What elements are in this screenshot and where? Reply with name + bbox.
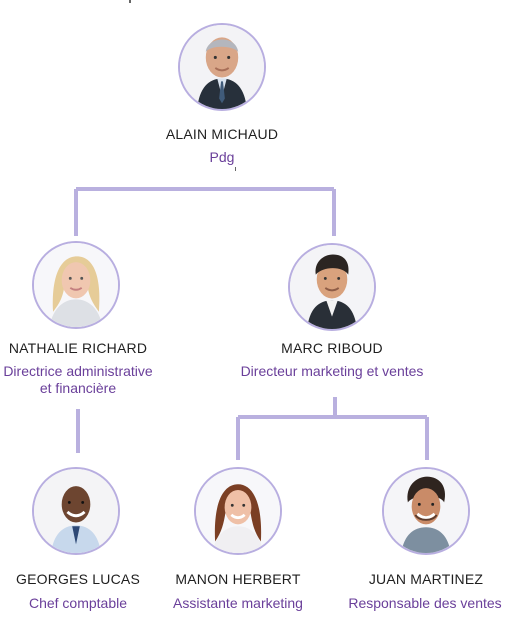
name-manon: MANON HERBERT	[175, 571, 301, 587]
role-nathalie: Directrice administrative et financière	[3, 363, 153, 396]
person-photo-icon	[34, 243, 118, 327]
top-decoration-mark	[129, 0, 131, 3]
avatar-nathalie	[32, 241, 120, 329]
avatar-georges	[32, 467, 120, 555]
name-juan: JUAN MARTINEZ	[368, 571, 484, 587]
avatar-juan	[382, 467, 470, 555]
role-juan: Responsable des ventes	[348, 595, 502, 611]
name-nathalie: NATHALIE RICHARD	[8, 340, 148, 356]
role-alain: Pdg	[209, 149, 235, 165]
avatar-alain	[178, 23, 266, 111]
avatar-manon	[194, 467, 282, 555]
person-photo-icon	[290, 245, 374, 329]
name-marc: MARC RIBOUD	[281, 340, 383, 356]
name-georges: GEORGES LUCAS	[16, 571, 140, 587]
connector-bottom	[236, 397, 429, 460]
person-photo-icon	[34, 469, 118, 553]
role-georges: Chef comptable	[28, 595, 128, 611]
name-alain: ALAIN MICHAUD	[165, 126, 279, 142]
role-manon: Assistante marketing	[173, 595, 303, 611]
person-photo-icon	[180, 25, 264, 109]
role-marc: Directeur marketing et ventes	[240, 363, 424, 379]
connector-top	[74, 187, 336, 236]
avatar-marc	[288, 243, 376, 331]
person-photo-icon	[384, 469, 468, 553]
small-separator-mark	[235, 167, 236, 171]
person-photo-icon	[196, 469, 280, 553]
